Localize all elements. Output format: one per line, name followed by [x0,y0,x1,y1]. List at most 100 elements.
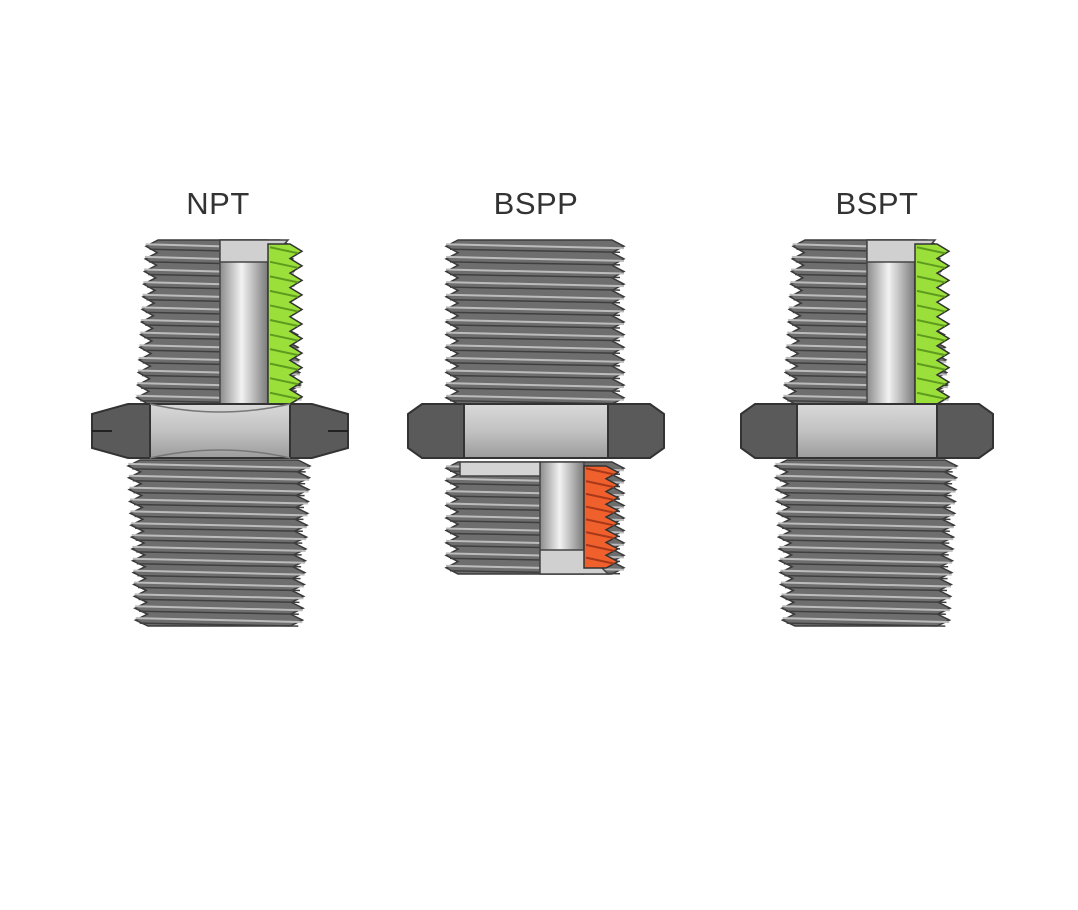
npt-seal-rib [269,260,299,269]
bspt-lower-groove [781,515,951,521]
npt-lower-ridge [133,569,305,576]
npt-lower-groove [136,563,302,568]
bspt-lower-ridge [780,581,952,588]
npt-seal-rib [269,391,299,400]
bspt-lower-ridge [780,569,952,576]
npt-lower-groove [139,622,299,627]
bspt-lower-ridge [782,617,950,624]
npt-lower-ridge [133,581,305,588]
npt-lower-ridge [135,617,303,624]
npt-bore [219,239,269,409]
bspp-upper-groove [449,286,621,291]
bspp-upper-ridge [445,394,625,401]
bspt-seal-rib [916,246,946,255]
bspp-upper-ridge [445,382,625,389]
bspp-upper-groove [449,362,621,367]
bspp-upper-ridge [445,306,625,313]
bspt-seal-rib [916,377,946,386]
npt-seal-rib [269,304,299,313]
npt-lower-groove [139,610,299,615]
npt-lower-groove [134,515,304,521]
npt-seal-rib [269,319,299,327]
fitting-label-bspt: BSPT [835,186,919,221]
bspt-seal-rib [916,260,946,269]
bspp-seal-rib [585,480,615,489]
bspp-upper-ridge [445,356,625,363]
bspp-seal-rib [585,543,615,552]
npt-lower-ridge [128,462,310,469]
bspt-fitting-drawing [740,239,994,627]
npt-lower-ridge [135,605,303,612]
bspp-seal-rib [585,492,615,501]
bspp-seal-rib [585,505,615,514]
npt-lower-ridge [134,593,304,600]
bspt-lower-groove [782,539,950,544]
bspt-seal-rib [916,289,946,298]
bspt-seal-rib [916,275,946,284]
npt-lower-groove [132,468,306,473]
npt-seal-rib [269,377,299,386]
bspp-upper-ridge [445,344,625,351]
npt-seal-rib [269,362,299,371]
fitting-bspp: BSPP [386,0,686,910]
npt-seal-rib [269,348,299,357]
bspp-upper-ridge [445,243,625,250]
fitting-npt: NPT [68,0,368,910]
bspt-lower-thread [773,459,959,627]
bspp-upper-groove [449,374,621,380]
bspt-lower-groove [786,610,946,615]
bspt-lower-ridge [778,534,954,541]
bspt-lower-ridge [778,522,954,529]
npt-lower-ridge [130,510,308,517]
bspt-lower-ridge [775,474,957,481]
bspt-seal-rib [916,304,946,313]
bspp-upper-groove [449,299,621,304]
npt-seal-rib [269,289,299,298]
bspp-upper-groove [449,336,621,342]
bspt-seal-rib [916,333,946,342]
bspt-lower-ridge [777,510,955,517]
bspp-upper-ridge [445,268,625,275]
npt-lower-groove [132,480,306,485]
bspt-lower-ridge [776,486,956,493]
bspp-shoulder [459,461,541,477]
bspt-lower-ridge [782,605,950,612]
npt-lower-ridge [131,534,307,541]
npt-seal-rib [269,333,299,342]
npt-seal-thread [267,243,304,405]
bspt-seal-thread [914,243,951,405]
bspt-lower-groove [786,622,946,627]
npt-lower-groove [137,586,301,592]
fitting-label-bspp: BSPP [493,186,579,221]
bspt-lower-groove [785,598,947,604]
bspp-upper-ridge [445,369,625,376]
fitting-bspt: BSPT [727,0,1027,910]
bspt-lower-groove [779,468,953,473]
bspt-lower-groove [780,491,952,497]
npt-lower-groove [135,527,303,532]
bspt-seal-rib [916,362,946,371]
bspp-seal-rib [585,467,615,476]
bspp-upper-ridge [445,281,625,288]
bspp-seal-rib [585,531,615,540]
bspt-lower-ridge [779,545,953,552]
npt-lower-thread [126,459,312,627]
bspp-upper-thread [444,239,626,405]
npt-seal-rib [269,246,299,255]
npt-lower-groove [135,539,303,544]
bspp-seal-thread [583,465,620,569]
npt-lower-ridge [132,557,306,564]
bspt-lower-groove [780,503,952,509]
bspt-lower-ridge [779,557,953,564]
bspp-upper-groove [449,248,621,254]
bspt-lower-ridge [775,462,957,469]
npt-lower-groove [137,574,301,580]
bspp-seal-rib [585,556,615,565]
bspt-lower-groove [784,574,948,580]
bspt-lower-ridge [781,593,951,600]
bspt-seal-rib [916,348,946,357]
bspp-hex-nut [407,403,665,459]
bspp-seal-rib [585,518,615,527]
npt-lower-groove [136,551,302,556]
npt-lower-groove [138,598,300,604]
